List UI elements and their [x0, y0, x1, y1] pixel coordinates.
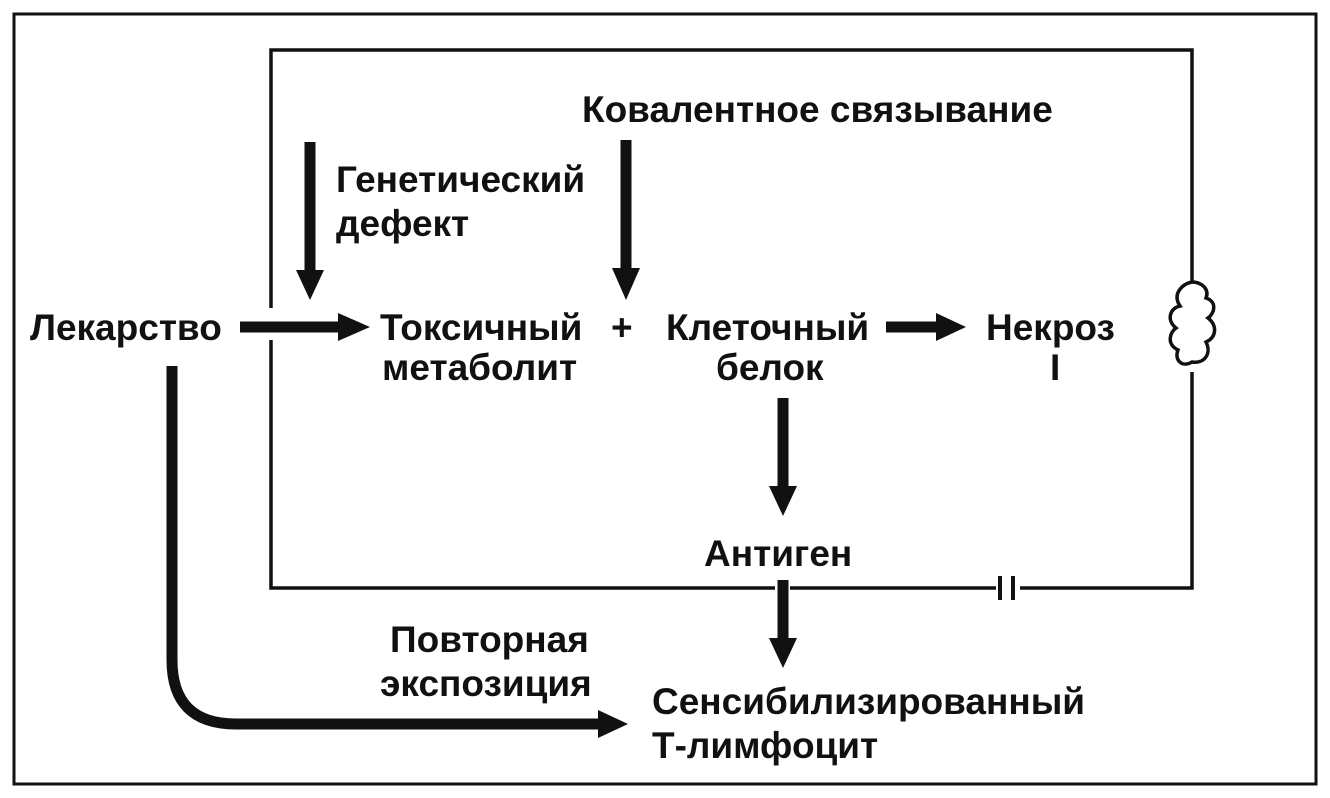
repeated-exposure-arrow [166, 366, 628, 738]
genetic-defect-label: дефект [336, 203, 469, 244]
covalent-binding-label: Ковалентное связывание [582, 89, 1053, 130]
protein-to-antigen-arrow [769, 398, 797, 516]
drug-to-metabolite-arrow [240, 313, 370, 341]
sensitized-lymphocyte-label: Т-лимфоцит [652, 725, 878, 766]
antigen-to-lymphocyte-arrow [769, 580, 797, 668]
feedback-loop-line [269, 48, 1194, 590]
cell-protein-label: белок [716, 347, 824, 388]
necrosis-label: I [1050, 347, 1060, 388]
toxic-metabolite-label: Токсичный [380, 307, 582, 348]
genetic-defect-arrow [296, 142, 324, 300]
outer-frame [12, 12, 1318, 786]
repeated-exposure-label: Повторная [390, 619, 589, 660]
necrosis-label: Некроз [986, 307, 1115, 348]
covalent-binding-arrow [612, 140, 640, 300]
wavy-cell-icon [1168, 280, 1217, 366]
toxic-metabolite-label: метаболит [382, 347, 577, 388]
genetic-defect-label: Генетический [336, 159, 585, 200]
cell-protein-label: Клеточный [666, 307, 869, 348]
antigen-label: Антиген [704, 533, 852, 574]
sensitized-lymphocyte-label: Сенсибилизированный [652, 681, 1085, 722]
protein-to-necrosis-arrow [886, 313, 966, 341]
double-bar-icon [998, 576, 1015, 600]
plus-sign: + [611, 307, 633, 348]
drug-label: Лекарство [30, 307, 222, 348]
repeated-exposure-label: экспозиция [380, 663, 592, 704]
